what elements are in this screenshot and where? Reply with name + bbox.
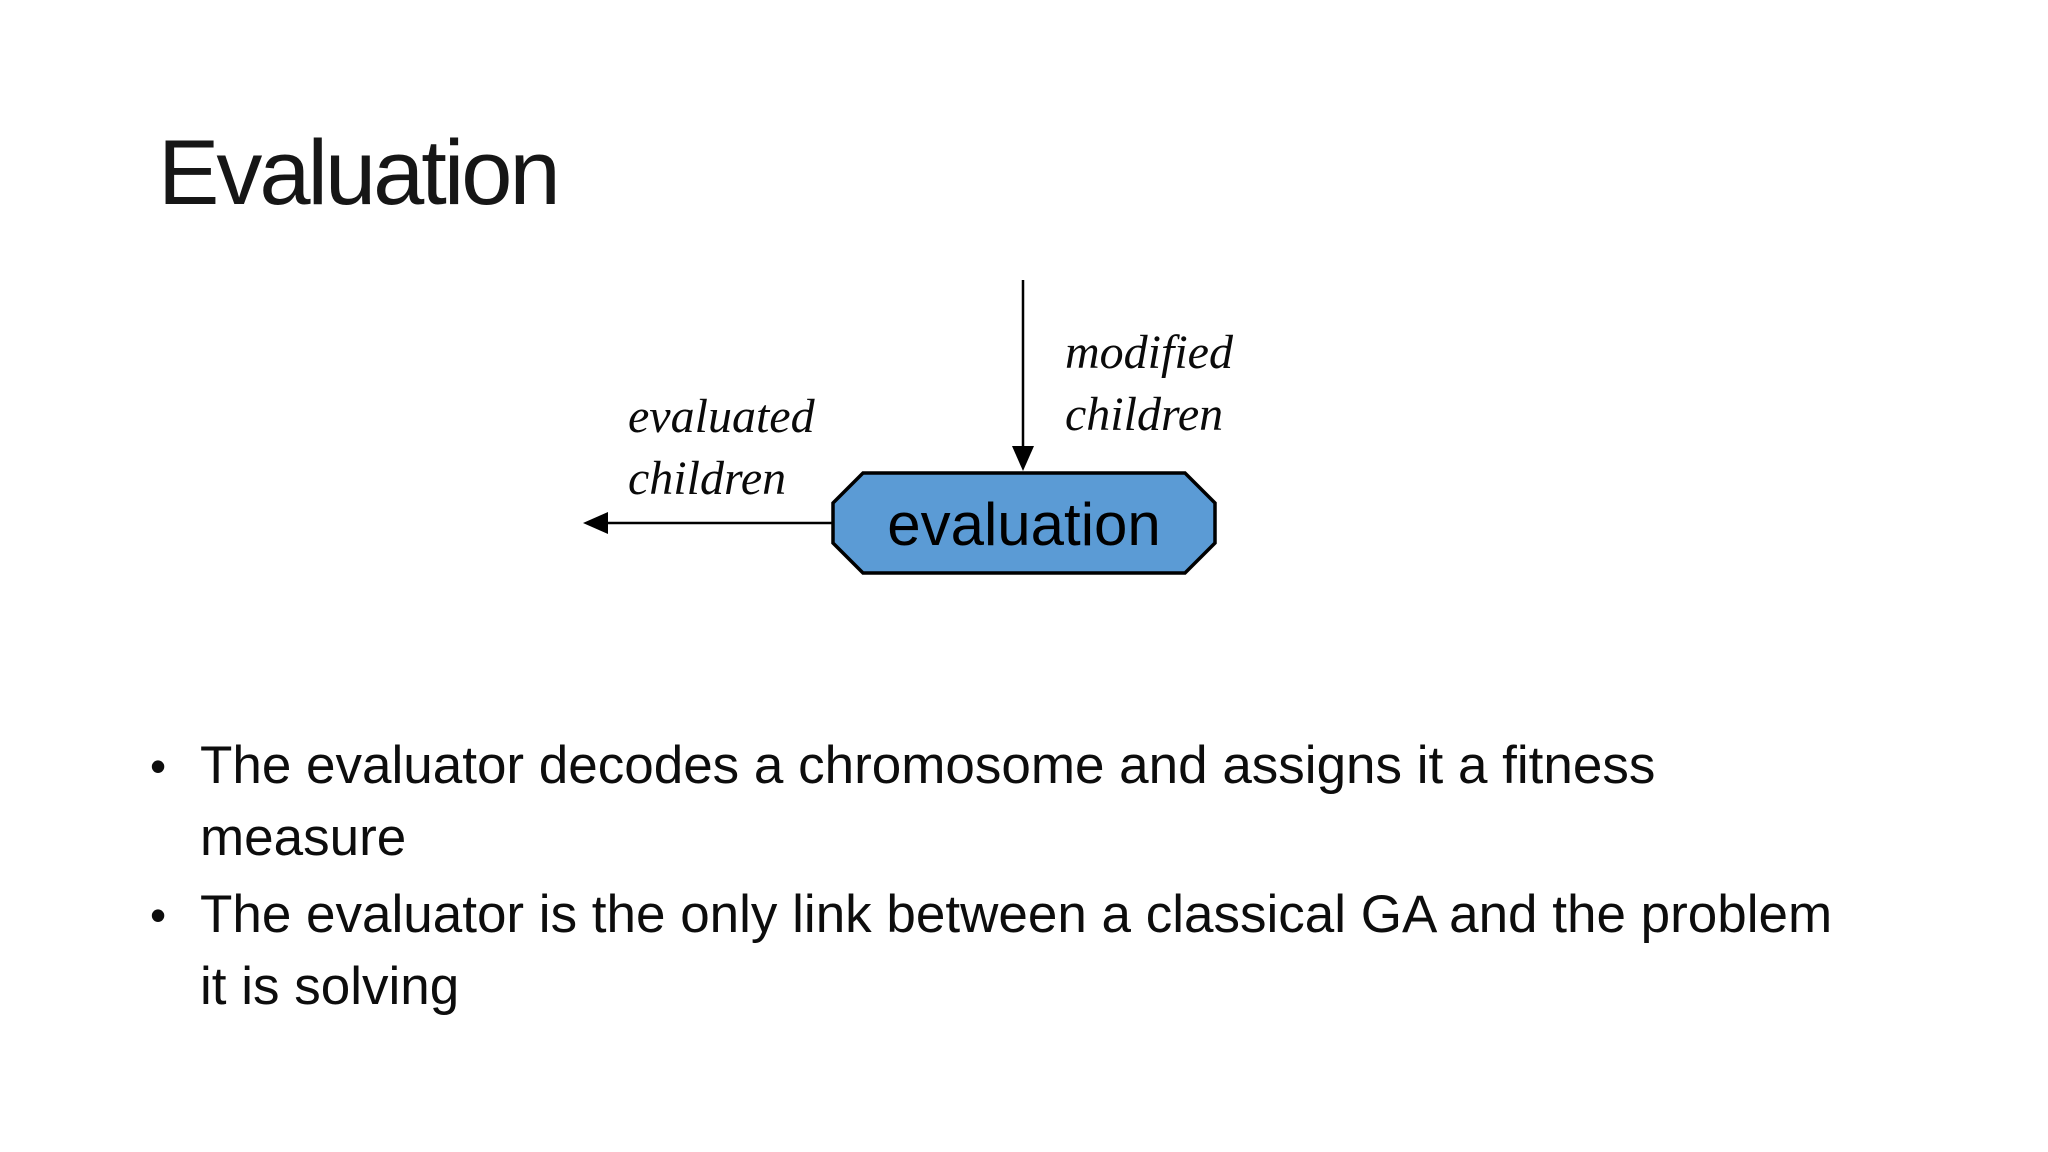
- modified-children-label-line2: children: [1065, 388, 1224, 441]
- page-title: Evaluation: [158, 122, 561, 224]
- bullet-marker: •: [150, 889, 167, 941]
- bullet-text: The evaluator is the only link between a…: [200, 879, 1950, 1023]
- evaluated-children-label-line1: evaluated: [628, 390, 815, 443]
- down-arrowhead-icon: [1012, 446, 1034, 471]
- bullet-marker: •: [150, 740, 167, 792]
- evaluation-node-shape: [831, 471, 1217, 575]
- evaluated-children-label-line2: children: [628, 452, 787, 505]
- bullet-2-line-2: it is solving: [200, 957, 460, 1016]
- bullet-2-line-1: The evaluator is the only link between a…: [200, 885, 1833, 944]
- bullet-text: The evaluator decodes a chromosome and a…: [200, 730, 1950, 874]
- evaluated-children-label: evaluated children: [628, 386, 815, 510]
- bullet-1-line-1: The evaluator decodes a chromosome and a…: [200, 736, 1656, 795]
- list-item: • The evaluator is the only link between…: [150, 879, 1950, 1023]
- modified-children-label-line1: modified: [1065, 326, 1233, 379]
- bullet-1-line-2: measure: [200, 808, 407, 867]
- list-item: • The evaluator decodes a chromosome and…: [150, 730, 1950, 874]
- bullet-list: • The evaluator decodes a chromosome and…: [150, 730, 1950, 1023]
- evaluation-node-label: evaluation: [887, 491, 1161, 558]
- left-arrowhead-icon: [583, 512, 608, 534]
- modified-children-label: modified children: [1065, 322, 1233, 446]
